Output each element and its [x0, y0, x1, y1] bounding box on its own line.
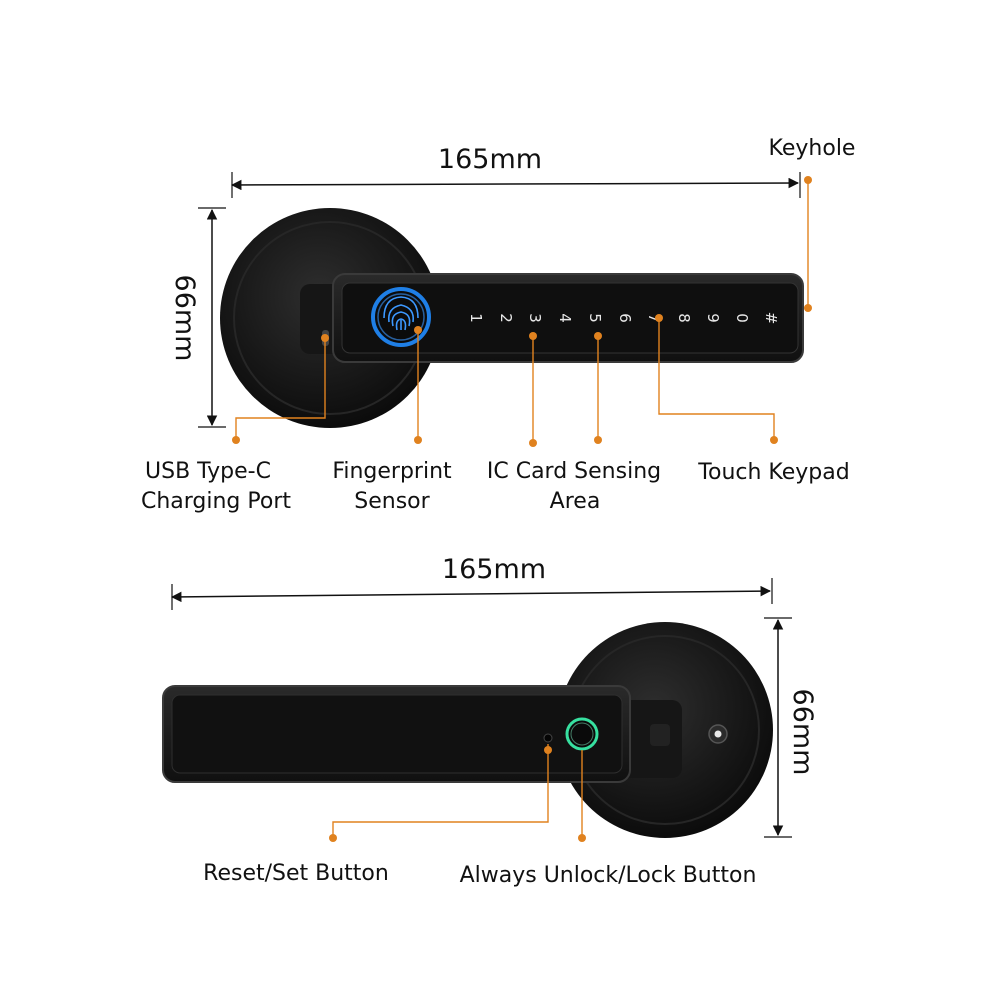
- always-unlock-lock-button[interactable]: [565, 717, 599, 751]
- bottom-width-dimension-line: [170, 585, 772, 603]
- key-9[interactable]: 9: [704, 313, 722, 323]
- bottom-callout-dots: [329, 746, 586, 842]
- ic-card-label-line1: IC Card Sensing: [487, 459, 661, 484]
- key-2[interactable]: 2: [497, 313, 515, 323]
- top-view: 165mm 66mm 1: [141, 136, 855, 514]
- top-callout-dots: [232, 176, 812, 447]
- fingerprint-icon: [383, 296, 419, 331]
- touch-keypad-label: Touch Keypad: [697, 460, 849, 485]
- usb-label-line2: Charging Port: [141, 489, 291, 514]
- bottom-view: 165mm 66mm: [162, 554, 818, 888]
- key-0[interactable]: 0: [733, 313, 751, 323]
- reset-set-button[interactable]: [543, 733, 553, 743]
- top-callouts: [235, 180, 809, 443]
- top-width-label: 165mm: [438, 144, 542, 175]
- key-6[interactable]: 6: [616, 313, 634, 323]
- key-8[interactable]: 8: [675, 313, 693, 323]
- key-5[interactable]: 5: [586, 313, 604, 323]
- fingerprint-label-line1: Fingerprint: [332, 459, 452, 484]
- bottom-width-label: 165mm: [442, 554, 546, 585]
- unlock-lock-label: Always Unlock/Lock Button: [460, 863, 757, 888]
- bottom-handle-panel: [171, 694, 623, 774]
- key-hash[interactable]: #: [762, 312, 780, 325]
- key-7[interactable]: 7: [645, 313, 663, 323]
- keyhole-label: Keyhole: [769, 136, 856, 161]
- key-4[interactable]: 4: [556, 313, 574, 323]
- top-height-label: 66mm: [169, 275, 200, 362]
- key-3[interactable]: 3: [526, 313, 544, 323]
- fingerprint-sensor[interactable]: [371, 287, 431, 347]
- bottom-callouts: [332, 744, 583, 838]
- keyhole: [708, 724, 728, 744]
- key-1[interactable]: 1: [467, 313, 485, 323]
- bottom-neck-slot: [650, 724, 670, 746]
- touch-keypad[interactable]: 1 2 3 4 5 6 7 8 9 0 #: [467, 312, 780, 325]
- ic-card-label-line2: Area: [550, 489, 601, 514]
- top-width-dimension-line: [230, 177, 800, 191]
- bottom-height-label: 66mm: [787, 689, 818, 776]
- usb-label-line1: USB Type-C: [145, 459, 271, 484]
- fingerprint-label-line2: Sensor: [354, 489, 430, 514]
- top-handle-panel: [341, 282, 799, 354]
- reset-set-label: Reset/Set Button: [203, 861, 389, 886]
